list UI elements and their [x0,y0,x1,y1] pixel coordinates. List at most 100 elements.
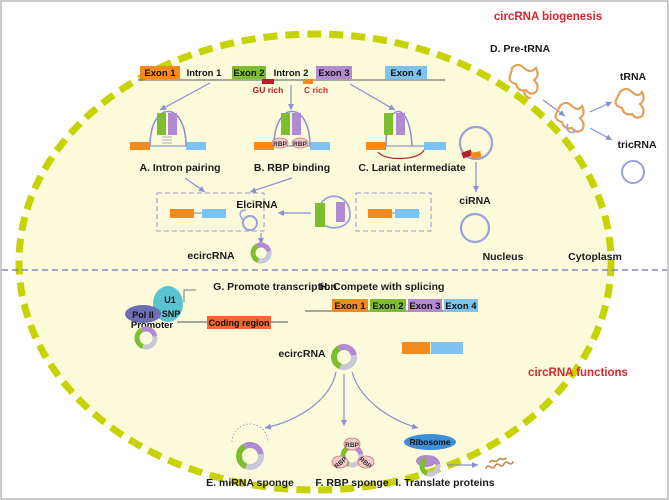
ecircrna-mid-label: ecircRNA [278,348,326,360]
mechanism-b-label: B. RBP binding [254,162,330,174]
rbp-sponge-top [343,437,361,451]
function-g-label: G. Promote transcription [213,281,337,293]
b-exon4 [310,142,330,150]
top-exon4-box [385,66,427,79]
mid-exon3-label: Exon 3 [409,301,440,312]
mid-exon3-box [408,299,442,312]
ring-i-segment-0 [419,456,429,476]
top-exon3-label: Exon 3 [318,68,349,79]
tricrna-circle [621,160,645,184]
translation-ring [419,455,441,477]
u1-label: U1 [164,295,176,305]
top-intron2-label: Intron 2 [274,68,309,79]
c-exon2 [384,113,393,135]
ring-h-segment-1 [337,344,357,357]
lariat-structure-middle [315,195,351,229]
mid-trna-loop [566,123,577,134]
ring-i-segment-2 [426,464,441,477]
mid-lariat-exon2 [315,203,325,227]
rbp-sponge-left [331,455,349,469]
gu-rich-box [262,79,274,84]
mid-exon2-label: Exon 2 [372,301,403,312]
top-exon4-label: Exon 4 [390,68,422,79]
top-exon1-label: Exon 1 [144,68,176,79]
eicirna-label: ElciRNA [236,199,278,211]
top-gene: Exon 1 Intron 1 Exon 2 Intron 2 Exon 3 E… [138,66,445,95]
ring-top-segment-1 [255,242,272,253]
ring-e-segment-1 [243,442,264,455]
b-exon2 [281,113,290,135]
a-exon2 [157,113,166,135]
top-exon3-box [316,66,352,79]
eicirna-circle [242,215,258,231]
snp-label: SNP [162,309,181,319]
arrow-b-to-eicirna [249,177,293,193]
function-h-label: H. Compete with splicing [320,281,445,293]
right-frame-exon4 [395,209,419,218]
arrow-to-translation [351,371,419,430]
biogenesis-title: circRNA biogenesis [494,11,602,23]
ring-top-segment-0 [250,243,260,263]
protein-icon [485,457,514,469]
nucleus-ellipse [15,30,615,494]
a-loop [149,110,187,147]
top-exon2-label: Exon 2 [233,68,264,79]
right-frame-exon1 [368,209,392,218]
ring-i-segment-1 [424,455,441,466]
top-exon1-box [140,66,180,79]
ring-h-segment-0 [331,345,342,370]
spliced-exon4 [431,342,463,354]
b-rbp-left-label: RBP [273,141,287,148]
c-rich-label: C rich [304,85,328,95]
ring-top-segment-2 [257,251,272,264]
mirna-sponge-ticks [231,423,269,443]
promoter-label: Promoter [131,320,174,331]
ring-h-segment-2 [339,354,357,370]
rbp-sponge-top-label: RBP [345,442,359,449]
pre-trna-icon [508,63,539,100]
ecircrna-top-label: ecircRNA [187,250,235,262]
gu-rich-label: GU rich [253,85,284,95]
top-exon2-box [232,66,266,79]
left-frame-exon1 [170,209,194,218]
mirna-sponge-ring [236,442,264,470]
c-exon1 [366,142,386,150]
mechanism-b-rbp-binding: RBP RBP [254,110,330,150]
ring-g-segment-1 [140,326,158,338]
arrow-gene-to-c [349,83,396,111]
arrow-gene-to-a [159,82,211,111]
coding-region-box [207,316,271,329]
mechanism-a-intron-pairing [130,110,206,150]
top-intron1-label: Intron 1 [187,68,223,79]
b-exon1 [254,142,274,150]
nucleus-label: Nucleus [483,251,524,263]
trna-icon [614,87,645,119]
mechanism-c-label: C. Lariat intermediate [358,162,466,174]
mechanism-d-label: D. Pre-tRNA [490,43,551,55]
tricrna-label: tricRNA [617,139,657,151]
coding-region-label: Coding region [209,318,270,328]
functions-title: circRNA functions [528,367,628,379]
promoter-bracket [183,289,196,302]
ring-g-segment-0 [134,328,145,349]
c-rich-box [303,79,313,84]
cytoplasm-label: Cytoplasm [568,251,622,263]
ring-e-segment-2 [245,453,264,470]
spliced-exon1 [402,342,430,354]
rbp-sponge-right [357,455,375,469]
c-lariat-arc [377,149,425,160]
c-exon4 [424,142,446,150]
ribosome-blob [404,434,456,450]
c-exon3 [396,113,405,135]
arrow-a-to-eicirna [184,177,206,193]
mid-exon1-label: Exon 1 [334,301,366,312]
ribosome-label: Ribosome [409,437,450,447]
lariat-circle [458,125,494,161]
mid-lariat-loop [317,195,351,229]
pol2-blob [125,305,161,323]
function-e-label: E. miRNA sponge [206,477,294,489]
b-rbp-left [271,137,289,149]
promoter-ecircrna-ring [134,326,158,350]
mid-exon4-label: Exon 4 [445,301,477,312]
mid-lariat-exon3 [336,202,345,222]
